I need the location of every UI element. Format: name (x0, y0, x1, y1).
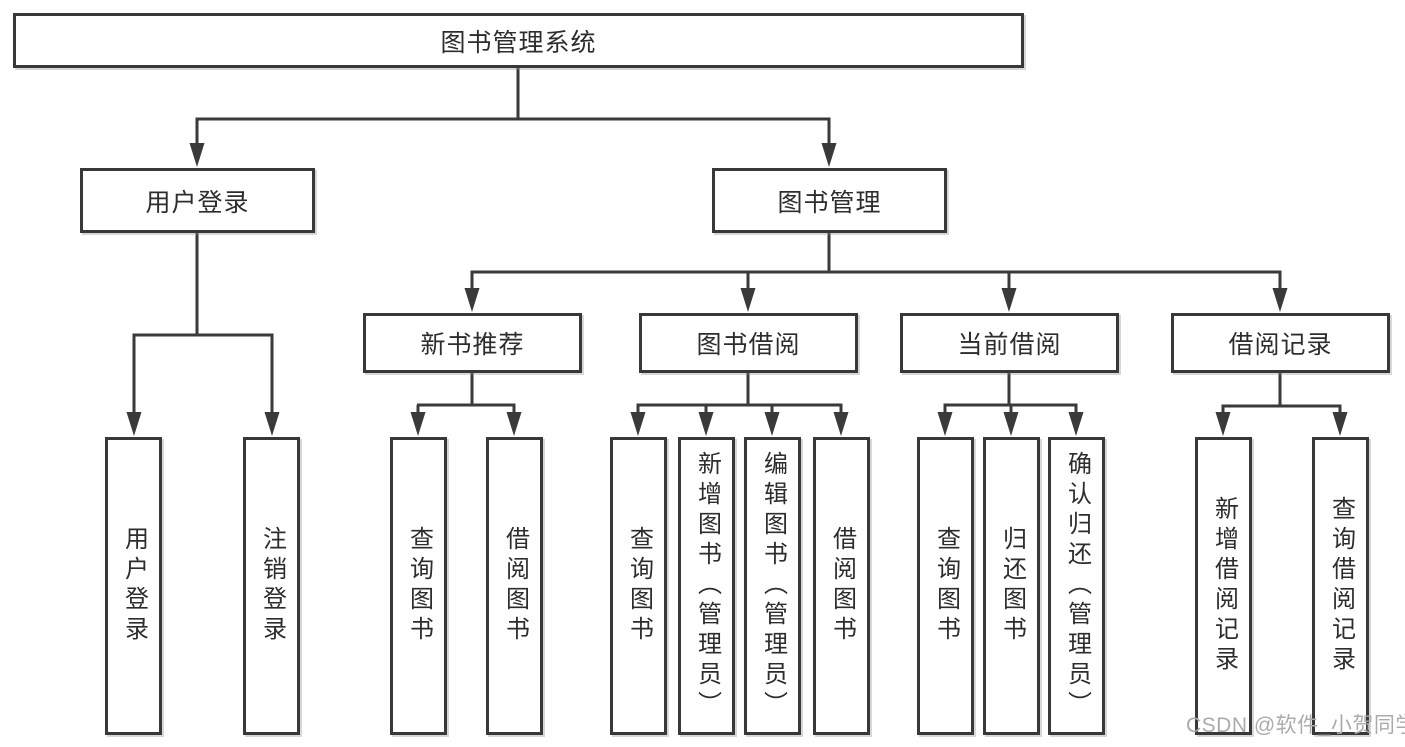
node-label: 图书借阅 (696, 331, 801, 359)
arrow-head (833, 412, 849, 436)
leaf-label: 借阅图书 (501, 526, 529, 646)
arrow-head (1215, 412, 1231, 436)
node-user-login: 用户登录 (80, 168, 315, 233)
leaf-borrow-books-recommend: 借阅图书 (486, 437, 543, 735)
arrow-head (1003, 412, 1019, 436)
leaf-user-login: 用户登录 (105, 437, 162, 735)
arrow-head (764, 412, 780, 436)
leaf-confirm-return-admin: 确认归还（管理员） (1048, 437, 1105, 735)
node-current-borrowing: 当前借阅 (900, 313, 1119, 373)
leaf-query-borrow-record: 查询借阅记录 (1312, 437, 1369, 735)
leaf-add-borrow-record: 新增借阅记录 (1195, 437, 1252, 735)
arrow-head (821, 143, 837, 167)
leaf-logout: 注销登录 (243, 437, 300, 735)
node-label: 新书推荐 (420, 331, 525, 359)
node-label: 用户登录 (145, 188, 250, 217)
leaf-return-books: 归还图书 (983, 437, 1040, 735)
arrow-head (1068, 412, 1084, 436)
leaf-label: 归还图书 (998, 526, 1026, 646)
arrow-head (1272, 288, 1288, 312)
leaf-label: 借阅图书 (828, 526, 856, 646)
arrow-head (264, 412, 280, 436)
leaf-borrow-books-borrowing: 借阅图书 (813, 437, 870, 735)
leaf-label: 新增借阅记录 (1210, 496, 1238, 676)
arrow-head (189, 143, 205, 167)
leaf-label: 确认归还（管理员） (1063, 451, 1091, 721)
node-borrowing-records: 借阅记录 (1171, 313, 1390, 373)
arrow-head (126, 412, 142, 436)
node-library-management-system: 图书管理系统 (13, 13, 1024, 68)
leaf-label: 查询图书 (932, 526, 960, 646)
node-book-borrowing: 图书借阅 (639, 313, 858, 373)
node-label: 借阅记录 (1228, 331, 1333, 359)
leaf-add-book-admin: 新增图书（管理员） (678, 437, 735, 735)
arrow-head (506, 412, 522, 436)
csdn-watermark: CSDN @软件_小贺同学 (1186, 714, 1405, 737)
leaf-query-books-borrowing: 查询图书 (610, 437, 667, 735)
node-label: 图书管理系统 (440, 28, 597, 57)
arrow-head (937, 412, 953, 436)
arrow-head (1332, 412, 1348, 436)
node-label: 图书管理 (777, 188, 882, 217)
leaf-query-books-current: 查询图书 (917, 437, 974, 735)
arrow-head (410, 412, 426, 436)
leaf-label: 查询图书 (405, 526, 433, 646)
leaf-label: 用户登录 (120, 526, 148, 646)
arrow-head (464, 288, 480, 312)
leaf-label: 查询借阅记录 (1327, 496, 1355, 676)
leaf-label: 查询图书 (625, 526, 653, 646)
leaf-query-books-recommend: 查询图书 (390, 437, 447, 735)
arrow-head (740, 288, 756, 312)
leaf-label: 注销登录 (258, 526, 286, 646)
arrow-head (1001, 288, 1017, 312)
leaf-label: 新增图书（管理员） (693, 451, 721, 721)
node-book-management: 图书管理 (712, 168, 947, 233)
leaf-label: 编辑图书（管理员） (759, 451, 787, 721)
arrow-head (630, 412, 646, 436)
leaf-edit-book-admin: 编辑图书（管理员） (744, 437, 801, 735)
node-label: 当前借阅 (957, 331, 1062, 359)
node-new-book-recommendation: 新书推荐 (363, 313, 582, 373)
arrow-head (698, 412, 714, 436)
